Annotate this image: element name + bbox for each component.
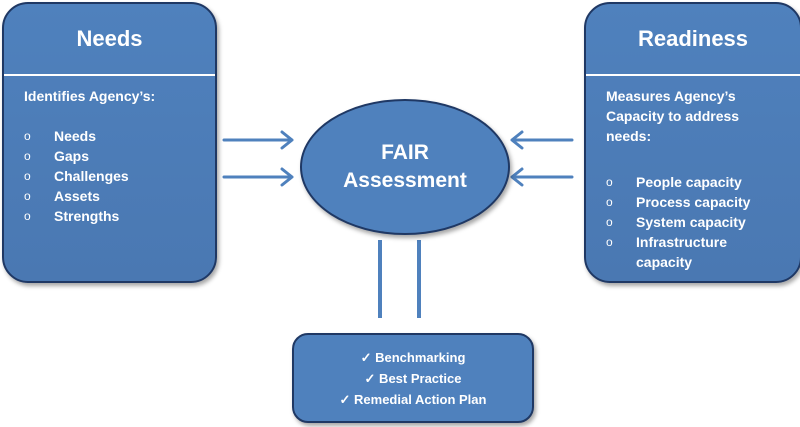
fair-assessment-node: FAIR Assessment [300,99,510,235]
readiness-intro-line: Capacity to address [606,108,740,124]
readiness-title: Readiness [586,4,800,76]
outcomes-box: ✓ Benchmarking ✓ Best Practice ✓ Remedia… [292,333,534,423]
needs-title: Needs [4,4,215,76]
readiness-body: Measures Agency’s Capacity to address ne… [586,76,800,281]
readiness-panel: Readiness Measures Agency’s Capacity to … [584,2,800,283]
readiness-item-label: Infrastructure [636,234,728,250]
needs-item: o Challenges [24,166,129,186]
bullet-icon: o [24,189,31,203]
readiness-item-label: capacity [636,254,693,270]
needs-item-label: Gaps [54,148,90,164]
bullet-icon: o [606,235,613,249]
bullet-icon: o [24,209,31,223]
needs-item-label: Needs [54,128,97,144]
readiness-item: o System capacity [606,212,750,232]
outcome-best-practice: ✓ Best Practice [364,370,462,386]
bullet-icon: o [24,169,31,183]
needs-item: o Strengths [24,206,129,226]
needs-item: o Needs [24,126,129,146]
readiness-arrow-bottom [510,167,574,187]
readiness-item-label: People capacity [636,174,742,190]
needs-arrow-bottom [222,167,294,187]
bullet-icon: o [606,195,613,209]
readiness-item: o Process capacity [606,192,750,212]
readiness-intro: Measures Agency’s Capacity to address ne… [606,86,739,146]
readiness-intro-line: Measures Agency’s [606,88,736,104]
needs-arrow-top [222,130,294,150]
readiness-arrow-top [510,130,574,150]
bullet-icon: o [24,129,31,143]
needs-item-label: Assets [54,188,100,204]
bullet-icon: o [24,149,31,163]
outcome-benchmarking: ✓ Benchmarking [360,349,466,365]
needs-intro: Identifies Agency’s: [24,88,156,104]
needs-item-label: Challenges [54,168,129,184]
readiness-item-label: System capacity [636,214,746,230]
readiness-item: o Infrastructure [606,232,750,252]
readiness-intro-line: needs: [606,128,652,144]
readiness-item: o People capacity [606,172,750,192]
bullet-icon: o [606,215,613,229]
readiness-item-continued: capacity [606,252,750,272]
fair-label-line2: Assessment [343,169,467,192]
readiness-item-label: Process capacity [636,194,751,210]
needs-item: o Gaps [24,146,129,166]
needs-item: o Assets [24,186,129,206]
needs-item-label: Strengths [54,208,120,224]
outcome-remedial-action-plan: ✓ Remedial Action Plan [339,391,487,407]
fair-label-line1: FAIR [381,141,429,164]
bullet-icon: o [606,175,613,189]
